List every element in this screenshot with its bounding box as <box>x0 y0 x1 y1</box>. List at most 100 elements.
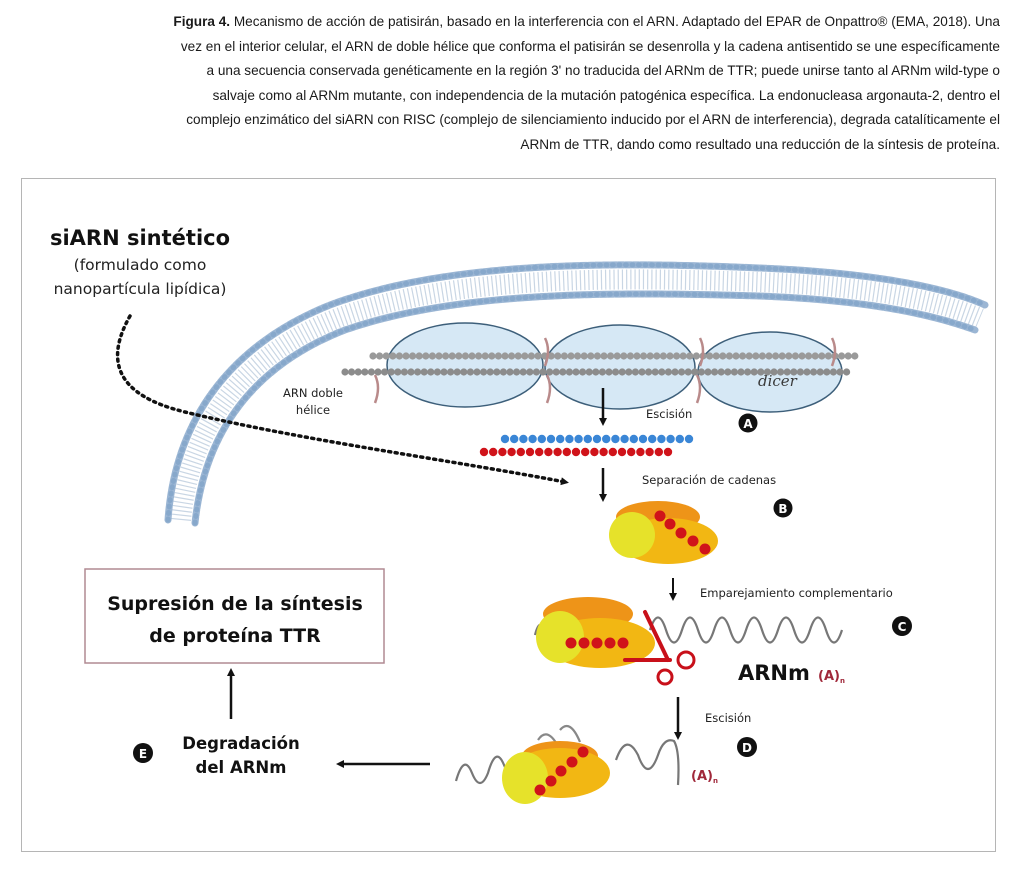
caption-line-5: complejo enzimático del siARN con RISC (… <box>186 112 1000 127</box>
dsrna-bead <box>453 368 461 376</box>
dsrna-bead <box>374 368 382 376</box>
dsrna-bead <box>816 368 824 376</box>
dicer-oval-1 <box>386 322 544 408</box>
antisense-strand-bead <box>525 447 535 457</box>
badge-b: B <box>773 498 793 518</box>
dsrna-bead <box>506 368 514 376</box>
dsrna-bead <box>552 368 560 376</box>
dsrna-bead <box>653 352 661 360</box>
dsrna-bead <box>645 368 653 376</box>
dsrna-bead <box>460 368 468 376</box>
dsrna-bead <box>494 352 502 360</box>
dsrna-bead <box>572 368 580 376</box>
dsrna-bead <box>442 352 450 360</box>
dsrna-bead <box>712 352 720 360</box>
dsrna-bead <box>473 368 481 376</box>
dsrna-bead <box>626 352 635 360</box>
double-stranded-rna <box>341 352 859 376</box>
guide-strand-bead <box>577 746 589 758</box>
dsrna-bead <box>407 368 415 376</box>
dsrna-bead <box>440 368 448 376</box>
sense-strand-bead <box>556 434 565 444</box>
antisense-strand-bead <box>590 447 599 457</box>
dsrna-bead <box>651 368 659 376</box>
dsrna-bead <box>843 368 851 376</box>
risc-complex-c <box>536 597 655 668</box>
dsrna-bead <box>427 368 435 376</box>
sense-strand-bead <box>537 434 546 444</box>
guide-strand-bead <box>545 775 557 787</box>
dsrna-bead <box>829 368 838 376</box>
dsrna-bead <box>414 368 422 376</box>
antisense-strand-bead <box>489 447 498 457</box>
dsrna-bead <box>580 352 588 360</box>
dsrna-bead <box>448 352 456 360</box>
dsrna-bead <box>796 368 805 376</box>
sense-strand-bead <box>602 434 611 444</box>
guide-strand-bead <box>604 637 616 649</box>
dsrna-bead <box>435 352 443 360</box>
antisense-strand-bead <box>507 447 516 457</box>
dsrna-bead <box>554 352 562 360</box>
dsrna-bead <box>376 352 384 360</box>
dsrna-bead <box>811 352 819 360</box>
dsrna-bead <box>638 368 646 376</box>
dsrna-bead <box>612 368 620 376</box>
dsrna-bead <box>633 352 641 360</box>
sense-strand-bead <box>648 434 657 444</box>
dsrna-bead <box>574 352 582 360</box>
result-line1: Supresión de la síntesis <box>107 593 363 615</box>
caption-line-2: vez en el interior celular, el ARN de do… <box>180 38 1000 54</box>
dsrna-bead <box>783 368 791 376</box>
dsrna-bead <box>810 368 818 376</box>
dicer-enzymes <box>386 322 843 413</box>
dsrna-bead <box>673 352 681 360</box>
antisense-strand-bead <box>599 447 608 457</box>
dsrna-bead <box>844 352 852 360</box>
badge-a: A <box>738 413 758 433</box>
dsrna-bead <box>659 352 668 360</box>
antisense-strand-bead <box>571 447 581 457</box>
dsrna-bead <box>480 368 488 376</box>
sirna-duplex <box>479 434 694 457</box>
dsrna-bead <box>640 352 648 360</box>
dsrna-bead <box>499 368 507 376</box>
dsrna-bead <box>671 368 679 376</box>
dicer-cut-marks <box>373 337 837 404</box>
dsrna-bead <box>433 368 441 376</box>
dsrna-bead <box>666 352 674 360</box>
dsrna-bead <box>565 368 574 376</box>
dsrna-bead <box>593 352 602 360</box>
dsrna-bead <box>757 368 765 376</box>
antisense-strand-bead <box>553 447 562 457</box>
dsrna-bead <box>382 352 390 360</box>
dsrna-bead <box>367 368 375 376</box>
sirna-subtitle-1: (formulado como <box>74 256 207 274</box>
dsrna-bead <box>745 352 753 360</box>
guide-strand-bead <box>654 510 666 522</box>
dsrna-bead <box>387 368 395 376</box>
dsrna-bead <box>691 368 699 376</box>
dsrna-bead <box>658 368 666 376</box>
dsrna-bead <box>592 368 600 376</box>
dsrna-bead <box>607 352 615 360</box>
caption-line-3: a una secuencia conservada genéticamente… <box>206 63 1000 78</box>
risc-complex-d <box>502 741 610 804</box>
guide-strand-bead <box>699 543 711 555</box>
nanoparticle-entry-path <box>115 314 569 486</box>
antisense-strand-bead <box>663 447 673 457</box>
dsrna-bead <box>579 368 587 376</box>
dsrna-bead <box>684 368 692 376</box>
dsrna-bead <box>818 352 826 360</box>
dsrna-bead <box>354 368 362 376</box>
dicer-oval-2 <box>544 324 696 410</box>
dsrna-bead <box>646 352 654 360</box>
dsrna-bead <box>546 368 554 376</box>
dsrna-bead <box>803 368 811 376</box>
sense-strand-bead <box>519 434 528 444</box>
figure-label: Figura 4. <box>173 14 231 29</box>
antisense-strand-bead <box>645 447 654 457</box>
dsrna-bead <box>778 352 786 360</box>
dsrna-bead <box>739 352 747 360</box>
dsrna-bead <box>737 368 745 376</box>
